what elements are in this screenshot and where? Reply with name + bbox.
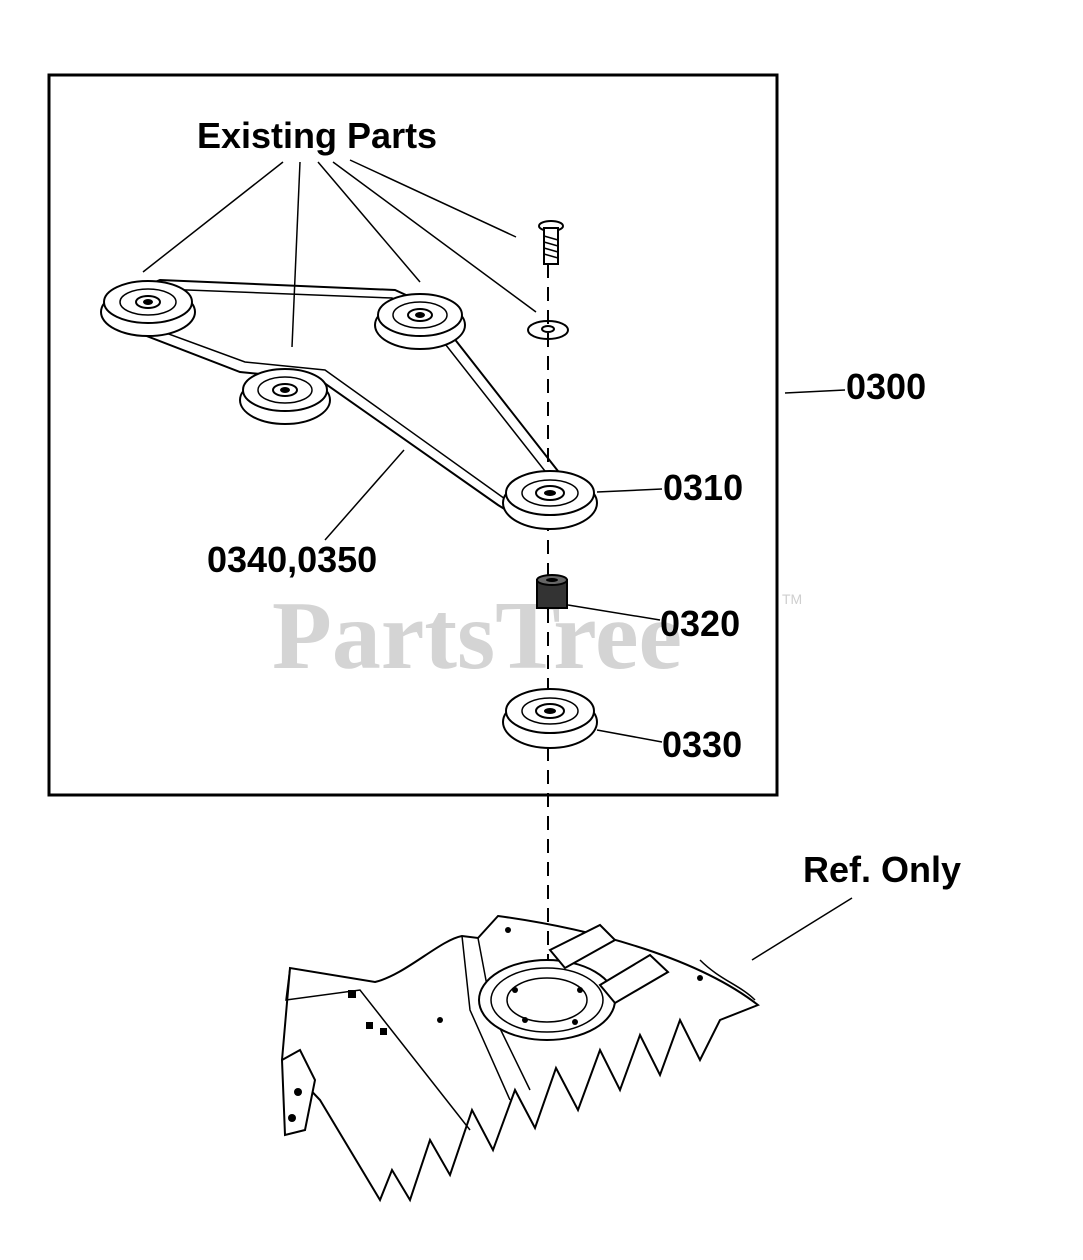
pulley-lower-left (239, 368, 331, 425)
assembly-frame (47, 73, 779, 797)
pulley-upper-left (100, 280, 196, 337)
existing-parts-label: Existing Parts (197, 115, 437, 156)
callout-0310: 0310 (663, 467, 743, 508)
pulley-upper-right (374, 293, 466, 350)
reference-only-label: Ref. Only (803, 849, 961, 890)
spacer (536, 574, 568, 609)
reference-deck (280, 914, 761, 1203)
bolt (538, 220, 564, 265)
existing-parts-leaders (142, 159, 537, 348)
callout-0330: 0330 (662, 724, 742, 765)
watermark-text: PartsTree (272, 582, 682, 690)
pulley (502, 688, 598, 749)
callout-0340-0350: 0340,0350 (207, 539, 377, 580)
callout-leaders (324, 389, 853, 961)
watermark-trademark: TM (782, 591, 802, 607)
idler-pulley (502, 470, 598, 530)
callout-0300: 0300 (846, 366, 926, 407)
callout-0320: 0320 (660, 603, 740, 644)
